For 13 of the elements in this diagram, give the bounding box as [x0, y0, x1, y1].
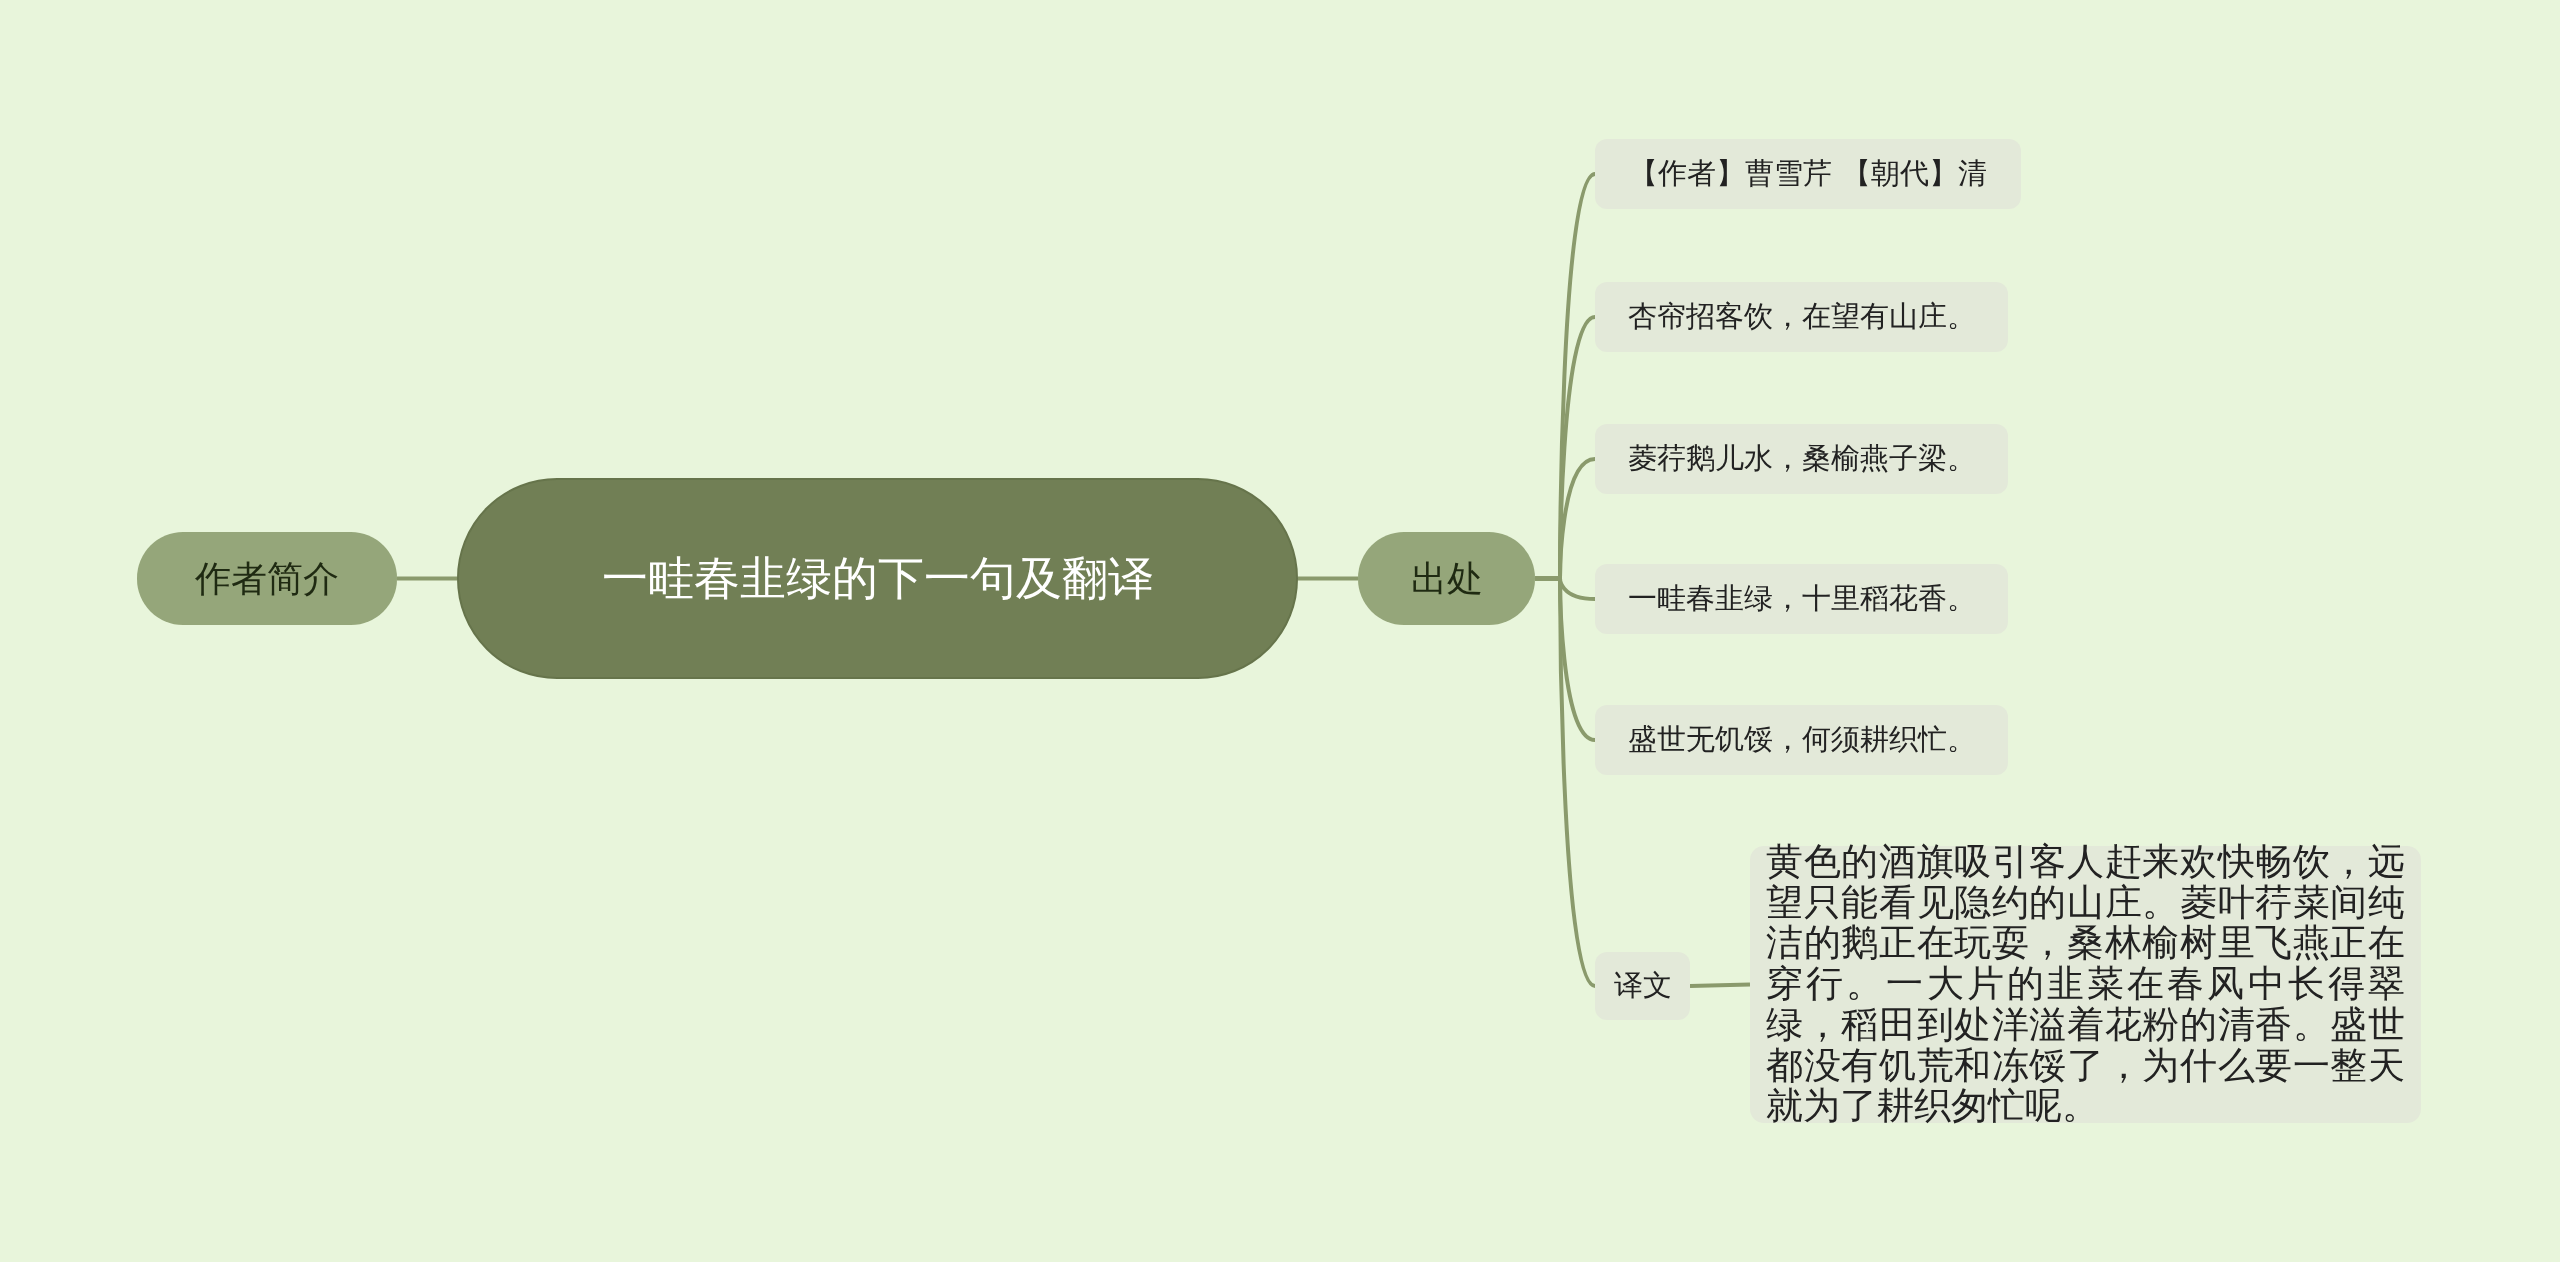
leaf-node: 【作者】曹雪芹 【朝代】清: [1595, 139, 2021, 209]
connector-line: [1689, 982, 1751, 988]
branch-node: 作者简介: [137, 532, 397, 625]
leaf-node: 一畦春韭绿，十里稻花香。: [1595, 564, 2008, 634]
branch-node: 出处: [1358, 532, 1535, 625]
connector-line: [397, 576, 457, 581]
topic-node: 一畦春韭绿的下一句及翻译: [457, 478, 1298, 679]
leaf-node: 菱荇鹅儿水，桑榆燕子梁。: [1595, 424, 2008, 494]
leaf-node: 盛世无饥馁，何须耕织忙。: [1595, 705, 2008, 775]
connector-line: [1298, 576, 1358, 581]
leaf-node: 杏帘招客饮，在望有山庄。: [1595, 282, 2008, 352]
leaf-node: 译文: [1595, 952, 1690, 1020]
connector-line: [1535, 576, 1597, 988]
